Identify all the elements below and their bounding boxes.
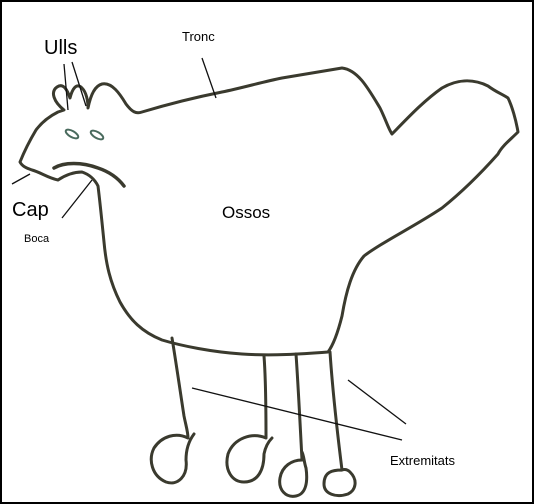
label-eyes: Ulls bbox=[44, 38, 77, 58]
pointer-limbs-2 bbox=[348, 380, 406, 424]
label-head: Cap bbox=[12, 200, 49, 220]
eye-left bbox=[64, 128, 79, 140]
leg-3 bbox=[280, 354, 307, 496]
pointer-trunk bbox=[202, 58, 216, 98]
label-limbs: Extremitats bbox=[390, 454, 455, 467]
label-trunk: Tronc bbox=[182, 30, 215, 43]
leg-1 bbox=[151, 338, 194, 483]
pointer-eyes-right bbox=[72, 62, 86, 106]
leg-4 bbox=[324, 352, 355, 496]
pointer-limbs-1 bbox=[192, 388, 402, 440]
label-mouth: Boca bbox=[24, 234, 49, 245]
pointer-lines bbox=[12, 58, 406, 440]
label-bones: Ossos bbox=[222, 204, 270, 221]
leg-2 bbox=[227, 356, 272, 482]
pointer-mouth bbox=[62, 180, 92, 218]
pointer-head bbox=[12, 174, 30, 184]
eye-right bbox=[89, 129, 104, 141]
